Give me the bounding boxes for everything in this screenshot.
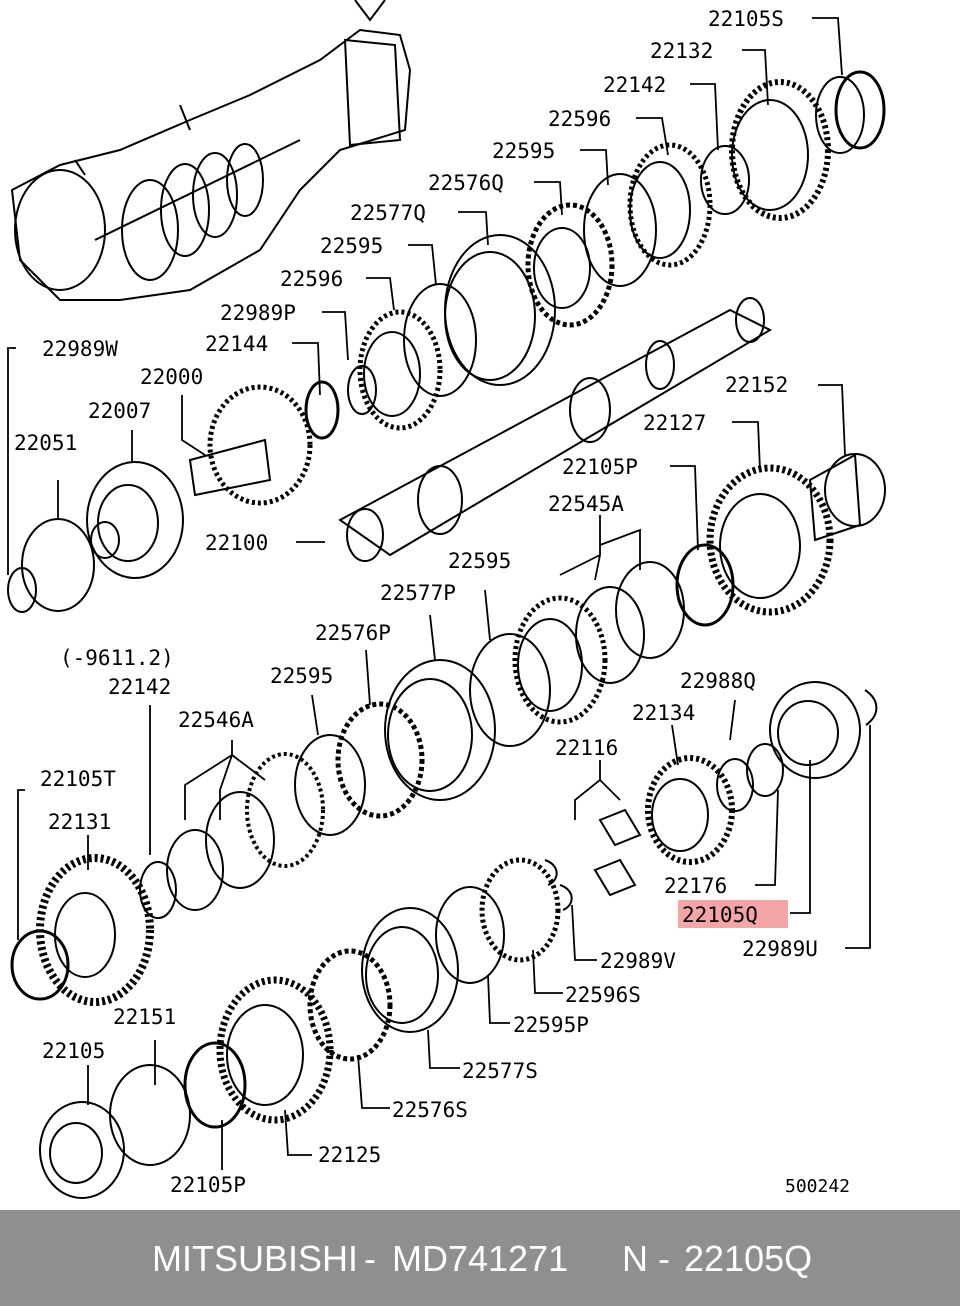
- label-22595: 22595: [270, 664, 333, 688]
- leader-lines: [7, 17, 871, 1170]
- label-22546a: 22546A: [178, 708, 254, 732]
- label-22989v: 22989V: [600, 949, 676, 973]
- label-22595p: 22595P: [513, 1013, 589, 1037]
- label-22007: 22007: [88, 399, 151, 423]
- upper-gear-cluster: [7, 70, 886, 613]
- label-22152: 22152: [725, 373, 788, 397]
- label-22105t: 22105T: [40, 767, 116, 791]
- label-22577p: 22577P: [380, 581, 456, 605]
- label-22596s: 22596S: [565, 983, 641, 1007]
- label-22116: 22116: [555, 736, 618, 760]
- label-22989p: 22989P: [220, 301, 296, 325]
- part-info-bar: MITSUBISHI - MD741271 N - 22105Q: [0, 1210, 960, 1306]
- exploded-view-drawing: 22105S 22132 22142 22596 22595 22576Q 22…: [7, 0, 886, 1199]
- middle-gear-cluster: [10, 595, 608, 1006]
- label-22100: 22100: [205, 531, 268, 555]
- label-22127: 22127: [643, 411, 706, 435]
- label-22989w: 22989W: [42, 337, 118, 361]
- part-labels: 22105S 22132 22142 22596 22595 22576Q 22…: [14, 7, 850, 1197]
- label-22545a: 22545A: [548, 492, 624, 516]
- label-22105p: 22105P: [562, 455, 638, 479]
- lower-gear-cluster: [39, 857, 561, 1199]
- label-22142: 22142: [108, 675, 171, 699]
- label-22051: 22051: [14, 431, 77, 455]
- label-22105q: 22105Q: [682, 903, 758, 927]
- label-22577q: 22577Q: [350, 201, 426, 225]
- label-22176: 22176: [664, 874, 727, 898]
- separator: -: [658, 1238, 670, 1279]
- label-22595: 22595: [492, 139, 555, 163]
- label-22105p: 22105P: [170, 1173, 246, 1197]
- label-22134: 22134: [632, 701, 695, 725]
- label-22595: 22595: [448, 549, 511, 573]
- label-22596: 22596: [548, 107, 611, 131]
- label-22125: 22125: [318, 1143, 381, 1167]
- highlight-box-22105q: [678, 900, 788, 928]
- label-22131: 22131: [48, 810, 111, 834]
- label-22132: 22132: [650, 39, 713, 63]
- label-22576p: 22576P: [315, 621, 391, 645]
- label-22596: 22596: [280, 267, 343, 291]
- label-22576q: 22576Q: [428, 171, 504, 195]
- reference-code: 22105Q: [684, 1238, 813, 1279]
- label-date-note: (-9611.2): [60, 646, 174, 670]
- label-22105: 22105: [42, 1039, 105, 1063]
- brand-name: MITSUBISHI: [152, 1238, 359, 1279]
- label-22105s: 22105S: [708, 7, 784, 31]
- label-22989u: 22989U: [742, 937, 818, 961]
- label-22576s: 22576S: [392, 1098, 468, 1122]
- label-22577s: 22577S: [462, 1059, 538, 1083]
- label-22000: 22000: [140, 365, 203, 389]
- label-22151: 22151: [113, 1005, 176, 1029]
- middle-right-gear-cluster: [575, 453, 886, 684]
- part-number: MD741271: [392, 1238, 569, 1279]
- label-22988q: 22988Q: [680, 669, 756, 693]
- transmission-assembly-sketch: [10, 0, 412, 301]
- label-22144: 22144: [205, 332, 268, 356]
- drawing-number: 500242: [785, 1176, 850, 1197]
- label-22595: 22595: [320, 234, 383, 258]
- main-shaft-22100: [338, 297, 773, 562]
- label-22142: 22142: [603, 73, 666, 97]
- lower-right-gear-cluster: [544, 681, 878, 911]
- n-label: N: [622, 1238, 648, 1279]
- separator: -: [364, 1238, 376, 1279]
